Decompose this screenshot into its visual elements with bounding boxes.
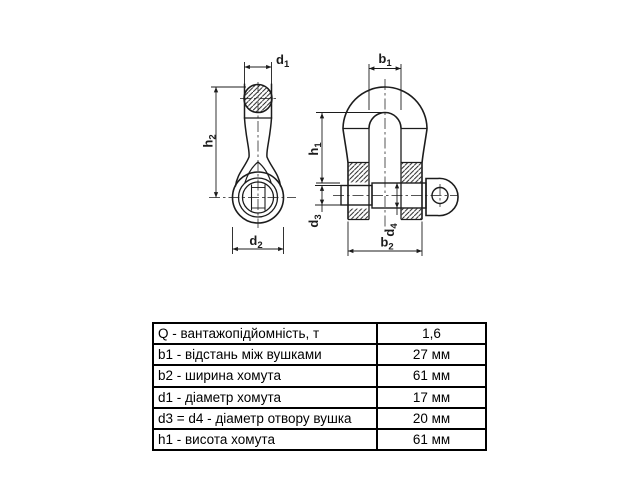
front-view: b1 h1 d3 d4 b2 bbox=[306, 51, 459, 256]
spec-value: 61 мм bbox=[376, 364, 487, 388]
dim-b1 bbox=[368, 64, 402, 110]
dim-label-d3: d3 bbox=[306, 214, 324, 227]
table-row: h1 - висота хомута 61 мм bbox=[152, 427, 487, 452]
spec-label: h1 - висота хомута bbox=[152, 427, 378, 452]
spec-label: b2 - ширина хомута bbox=[152, 364, 378, 388]
spec-label: b1 - відстань між вушками bbox=[152, 343, 378, 367]
dim-label-d1: d1 bbox=[276, 52, 290, 70]
spec-value: 1,6 bbox=[376, 321, 487, 346]
dim-label-h2: h2 bbox=[201, 134, 219, 147]
dim-label-b2: b2 bbox=[380, 235, 393, 253]
spec-value: 61 мм bbox=[376, 427, 487, 452]
spec-label: Q - вантажопідйомність, т bbox=[152, 321, 378, 346]
pin-head bbox=[425, 177, 459, 217]
spec-label: d3 = d4 - діаметр отвору вушка bbox=[152, 406, 378, 430]
table-row: Q - вантажопідйомність, т 1,6 bbox=[152, 321, 487, 346]
table-row: d1 - діаметр хомута 17 мм bbox=[152, 385, 487, 409]
dim-d2 bbox=[232, 227, 284, 254]
pin-end-lines bbox=[250, 184, 266, 211]
spec-table: Q - вантажопідйомність, т 1,6 b1 - відст… bbox=[152, 321, 487, 452]
dim-label-b1: b1 bbox=[378, 51, 392, 69]
bow-outline bbox=[342, 86, 428, 221]
dim-d3 bbox=[315, 185, 341, 212]
spec-label: d1 - діаметр хомута bbox=[152, 385, 378, 409]
spec-value: 27 мм bbox=[376, 343, 487, 367]
dim-b2 bbox=[347, 221, 423, 256]
dim-h2 bbox=[211, 86, 246, 198]
dim-label-h1: h1 bbox=[306, 142, 324, 156]
eye-outline bbox=[231, 171, 285, 224]
pin-head-hole bbox=[431, 186, 449, 205]
dim-label-d4: d4 bbox=[382, 223, 400, 237]
dim-h1 bbox=[316, 112, 384, 184]
spec-value: 17 мм bbox=[376, 385, 487, 409]
table-row: b1 - відстань між вушками 27 мм bbox=[152, 343, 487, 367]
bow-section-circle bbox=[243, 83, 273, 114]
dim-label-d2: d2 bbox=[249, 233, 262, 251]
dim-d1 bbox=[244, 62, 272, 86]
table-row: b2 - ширина хомута 61 мм bbox=[152, 364, 487, 388]
shank-outline bbox=[234, 83, 282, 187]
shackle-technical-drawing: d1 h2 d2 bbox=[201, 51, 459, 256]
side-view: d1 h2 d2 bbox=[201, 52, 296, 254]
lug-hatch-sections bbox=[348, 163, 422, 219]
table-row: d3 = d4 - діаметр отвору вушка 20 мм bbox=[152, 406, 487, 430]
spec-value: 20 мм bbox=[376, 406, 487, 430]
